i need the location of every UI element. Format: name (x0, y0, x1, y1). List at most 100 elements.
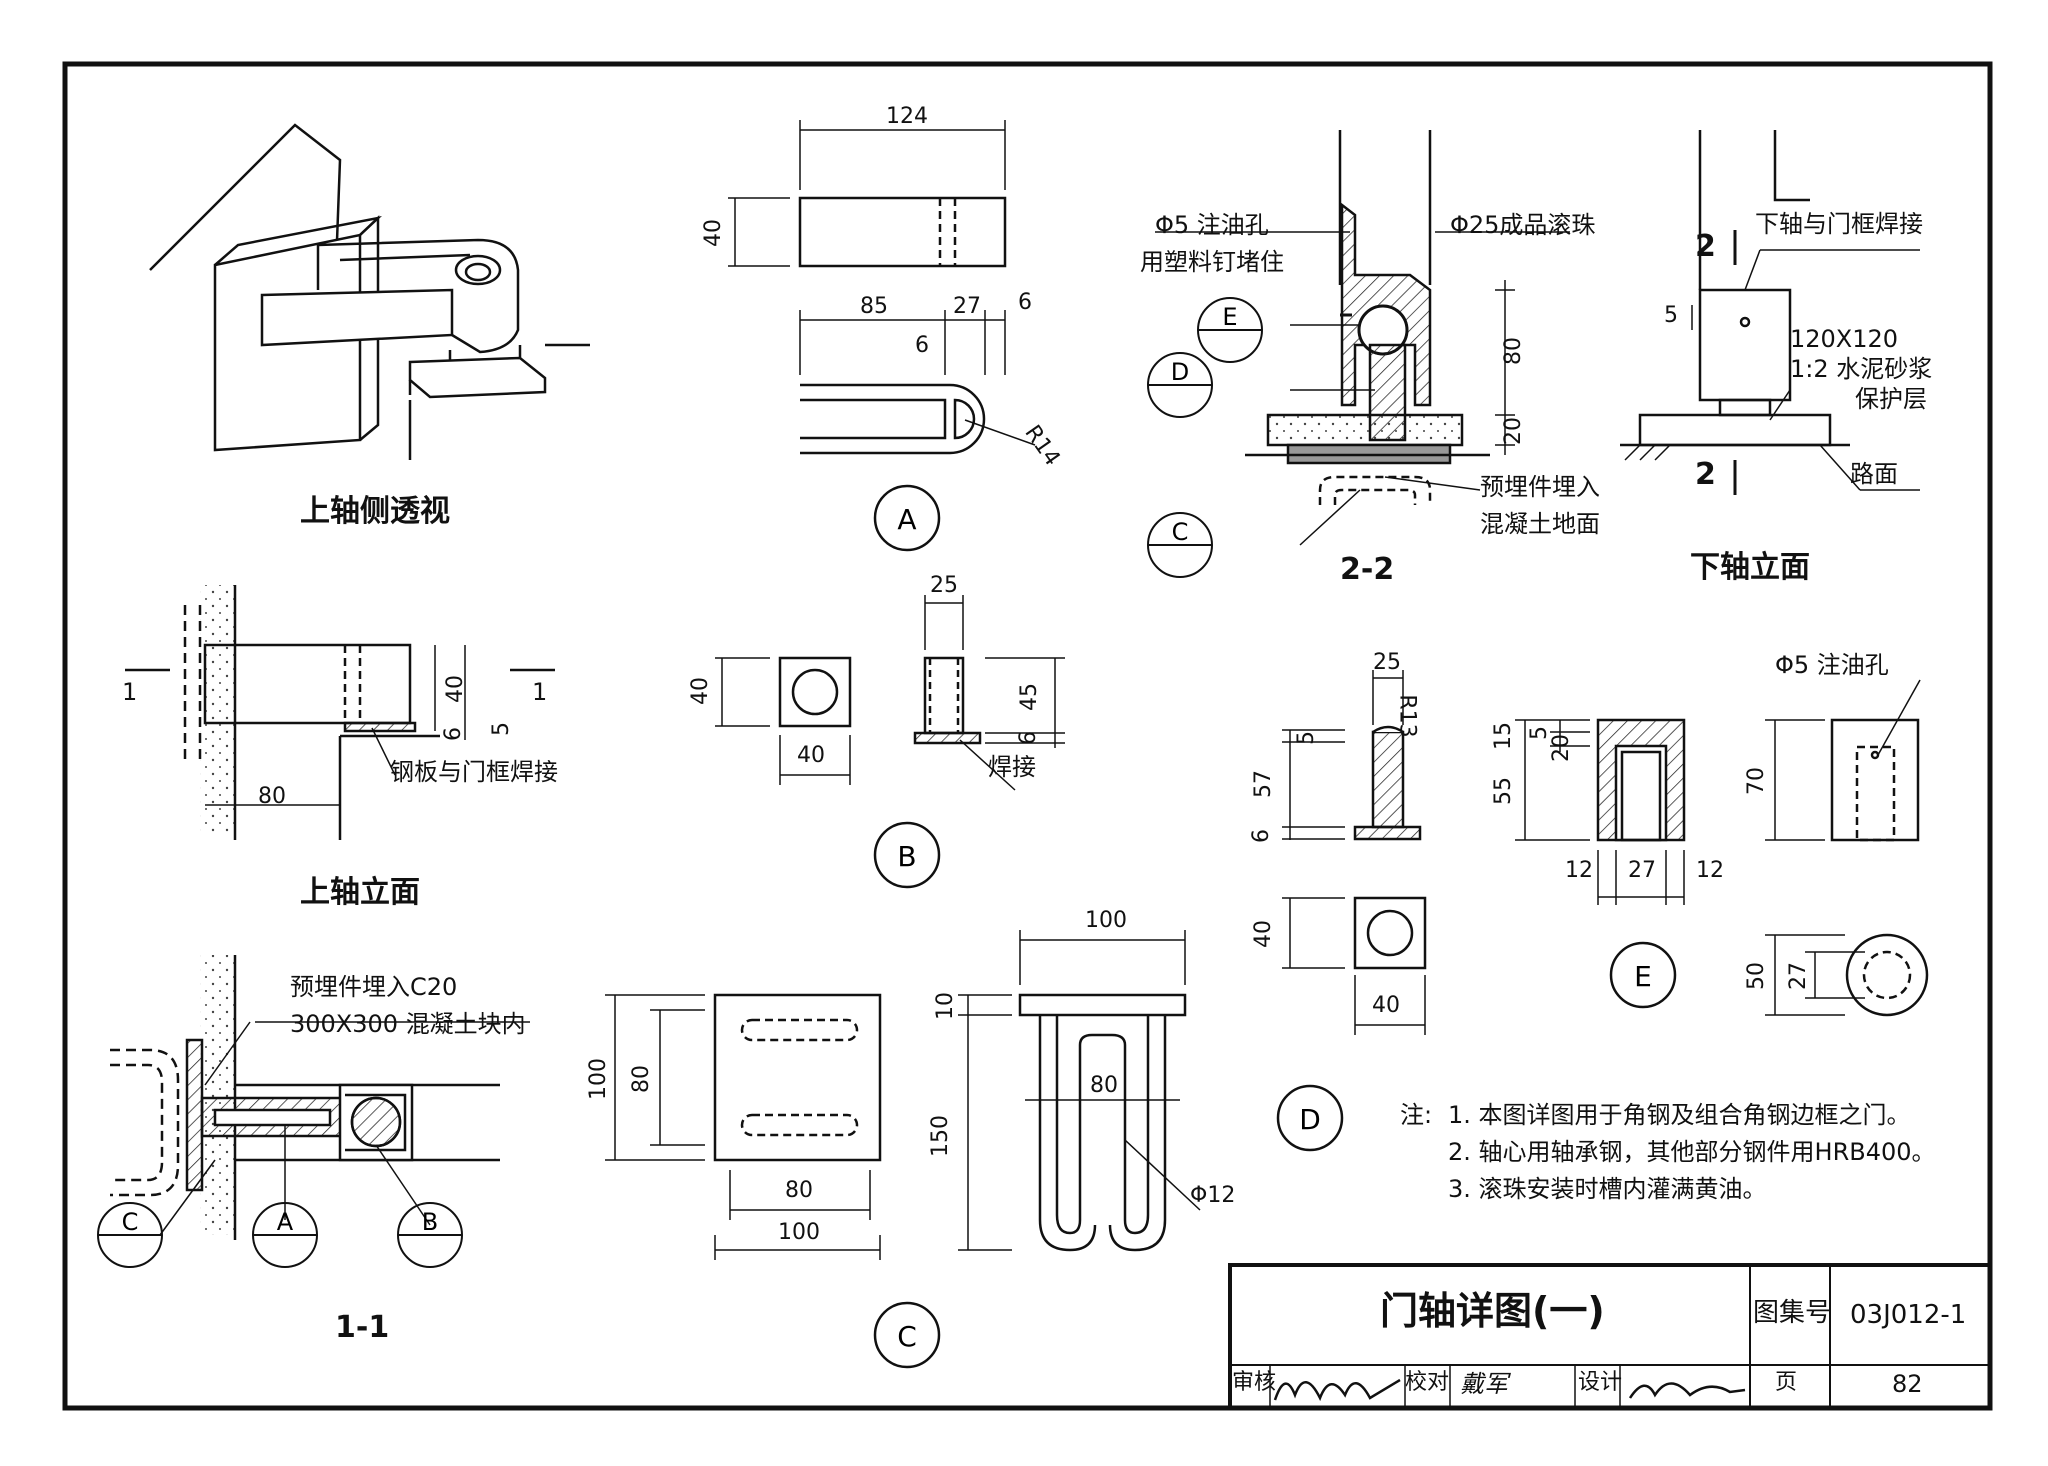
dim-b-40w: 40 (797, 743, 825, 768)
dim-d-6: 6 (1249, 829, 1274, 843)
section-1-1-title: 1-1 (335, 1310, 390, 1345)
section-2-2-title: 2-2 (1340, 552, 1395, 587)
design-label: 设计 (1578, 1370, 1623, 1395)
drawing-title: 门轴详图(一) (1380, 1289, 1605, 1333)
detail-a-drawing (728, 120, 1036, 552)
dim-a-40: 40 (701, 219, 726, 247)
section-2-2-drawing (1155, 130, 1570, 546)
review-label: 审核 (1232, 1370, 1277, 1395)
dim-b-45: 45 (1017, 683, 1042, 711)
oil-hole-label: Φ5 注油孔 (1155, 211, 1269, 239)
page-label: 页 (1775, 1370, 1798, 1395)
section-bubble-c-label: C (1171, 518, 1189, 546)
detail-b-drawing (715, 595, 1065, 889)
dim-e-27-v: 27 (1786, 962, 1811, 990)
dim-d-40-w: 40 (1372, 993, 1400, 1018)
section-bubble-e-label: E (1222, 303, 1238, 331)
section-bubble-a-1-label: A (276, 1208, 294, 1236)
dim-c-10: 10 (933, 992, 958, 1020)
notes-prefix: 注: (1400, 1101, 1433, 1129)
section-mark-2-top: 2 (1695, 229, 1716, 264)
weld-label: 焊接 (988, 753, 1036, 781)
dim-e-27: 27 (1628, 858, 1656, 883)
r13-label: R13 (1394, 694, 1420, 738)
mortar-label-2: 1:2 水泥砂浆 (1790, 355, 1933, 383)
signatures (1273, 1378, 1746, 1402)
detail-e-drawing (1515, 679, 1929, 1017)
road-surface-label: 路面 (1850, 460, 1898, 488)
atlas-label: 图集号 (1753, 1298, 1832, 1328)
dim-c-80-w: 80 (785, 1178, 813, 1203)
detail-marker-b: B (897, 840, 917, 873)
dim-2-2-80: 80 (1501, 337, 1526, 365)
dim-d-57: 57 (1251, 770, 1276, 798)
dim-ue-40: 40 (443, 675, 468, 703)
dim-a-6-inner: 6 (915, 333, 929, 358)
dim-c-100-h: 100 (586, 1058, 611, 1100)
note-1: 1. 本图详图用于角钢及组合角钢边框之门。 (1448, 1101, 1911, 1129)
dim-e-12-left: 12 (1565, 858, 1593, 883)
embed-c20-label-2: 300X300 混凝土块内 (290, 1010, 526, 1038)
dim-d-5: 5 (1294, 731, 1319, 745)
atlas-number: 03J012-1 (1850, 1300, 1967, 1330)
oil-hole-e-label: Φ5 注油孔 (1775, 651, 1889, 679)
dim-d-25: 25 (1373, 650, 1401, 675)
section-bubble-c-1-label: C (121, 1208, 139, 1236)
dim-e-20: 20 (1549, 734, 1574, 762)
check-label: 校对 (1405, 1370, 1450, 1395)
dim-c-80-inner: 80 (1090, 1073, 1118, 1098)
section-bubble-d-label: D (1170, 358, 1190, 386)
dim-2-2-20: 20 (1501, 417, 1526, 445)
mortar-label-3: 保护层 (1855, 385, 1927, 413)
dim-a-6-right: 6 (1018, 290, 1032, 315)
dim-ue-5: 5 (489, 722, 514, 736)
upper-axis-elevation-title: 上轴立面 (300, 875, 420, 910)
dim-e-15: 15 (1491, 722, 1516, 750)
dim-a-124: 124 (886, 104, 928, 129)
detail-marker-a: A (897, 503, 917, 536)
lower-axis-elevation-drawing (1620, 130, 1920, 495)
dim-ue-80: 80 (258, 784, 286, 809)
detail-marker-e: E (1634, 960, 1652, 993)
dim-b-40h: 40 (688, 677, 713, 705)
plastic-nail-label: 用塑料钉堵住 (1140, 248, 1284, 276)
dim-lower-5: 5 (1664, 303, 1678, 328)
section-1-1-drawing (110, 955, 530, 1240)
upper-axis-perspective-drawing (149, 123, 590, 460)
dia12-label: Φ12 (1190, 1183, 1236, 1208)
dim-c-80-h: 80 (629, 1065, 654, 1093)
embed-concrete-ground-label-1: 预埋件埋入 (1480, 473, 1600, 501)
section-mark-1-left: 1 (122, 678, 138, 706)
note-2: 2. 轴心用轴承钢，其他部分钢件用HRB400。 (1448, 1138, 1936, 1166)
dim-a-27: 27 (953, 294, 981, 319)
page-number: 82 (1892, 1370, 1923, 1398)
dim-e-55: 55 (1491, 777, 1516, 805)
dim-c-100-w: 100 (778, 1220, 820, 1245)
dim-e-12-right: 12 (1696, 858, 1724, 883)
steel-plate-weld-label: 钢板与门框焊接 (390, 758, 558, 786)
detail-marker-d: D (1299, 1103, 1321, 1136)
dim-d-40-h: 40 (1251, 920, 1276, 948)
drawing-border (62, 61, 1993, 1411)
dim-e-70: 70 (1744, 767, 1769, 795)
ball-label: Φ25成品滚珠 (1450, 211, 1596, 239)
detail-d-drawing (1276, 670, 1427, 1152)
check-signature: 戴军 (1460, 1370, 1508, 1398)
dim-b-25: 25 (930, 573, 958, 598)
dim-a-85: 85 (860, 294, 888, 319)
detail-marker-c: C (897, 1320, 917, 1353)
dim-e-50: 50 (1744, 962, 1769, 990)
mortar-label-1: 120X120 (1790, 325, 1899, 353)
upper-axis-elevation-drawing (125, 585, 555, 840)
detail-c-drawing (605, 930, 1201, 1369)
section-mark-2-bottom: 2 (1695, 457, 1716, 492)
dim-e-5: 5 (1527, 726, 1552, 740)
dim-b-6: 6 (1016, 731, 1041, 745)
section-bubble-b-1-label: B (421, 1208, 439, 1236)
section-mark-1-right: 1 (532, 678, 548, 706)
lower-axis-elevation-title: 下轴立面 (1690, 550, 1810, 585)
note-3: 3. 滚珠安装时槽内灌满黄油。 (1448, 1175, 1767, 1203)
dim-c-100-top: 100 (1085, 908, 1127, 933)
embed-concrete-ground-label-2: 混凝土地面 (1480, 510, 1600, 538)
